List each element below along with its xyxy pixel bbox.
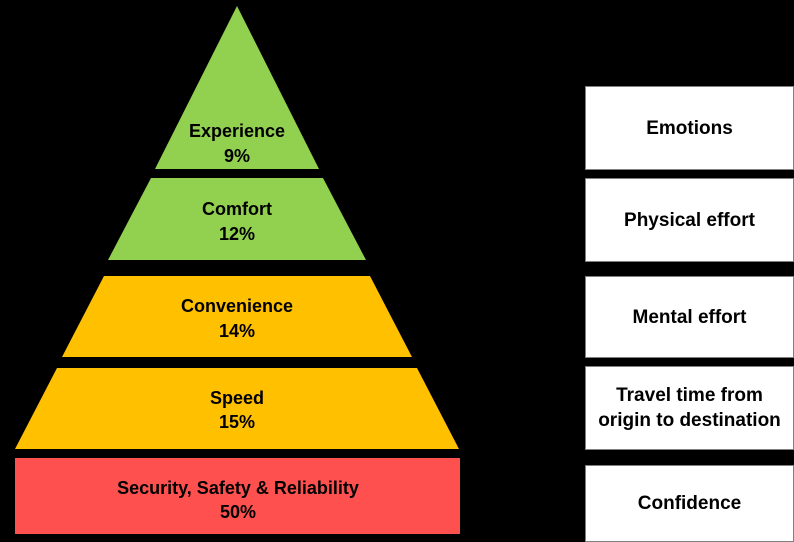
pyramid-layer-speed: Speed 15% (15, 368, 459, 449)
pyramid-layer-security: Security, Safety & Reliability 50% (15, 458, 460, 534)
layer-percent: 12% (219, 224, 255, 244)
descriptor-box-confidence: Confidence (585, 465, 794, 542)
pyramid-layer-experience: Experience 9% (155, 6, 319, 169)
pyramid-layer-comfort: Comfort 12% (108, 178, 366, 260)
layer-percent: 9% (224, 146, 250, 166)
layer-percent: 50% (220, 502, 256, 522)
descriptor-box-travel-time: Travel time from origin to destination (585, 366, 794, 450)
layer-shape (108, 178, 366, 260)
layer-name: Comfort (202, 199, 272, 219)
descriptor-box-emotions: Emotions (585, 86, 794, 170)
layer-name: Convenience (181, 296, 293, 316)
layer-percent: 15% (219, 412, 255, 432)
layer-shape (155, 6, 319, 169)
descriptor-box-mental-effort: Mental effort (585, 276, 794, 358)
layer-shape (15, 458, 460, 534)
descriptor-box-physical-effort: Physical effort (585, 178, 794, 262)
layer-shape (62, 276, 412, 357)
layer-name: Experience (189, 121, 285, 141)
pyramid-layer-convenience: Convenience 14% (62, 276, 412, 357)
layer-percent: 14% (219, 321, 255, 341)
layer-name: Speed (210, 388, 264, 408)
layer-name: Security, Safety & Reliability (117, 478, 359, 498)
layer-shape (15, 368, 459, 449)
